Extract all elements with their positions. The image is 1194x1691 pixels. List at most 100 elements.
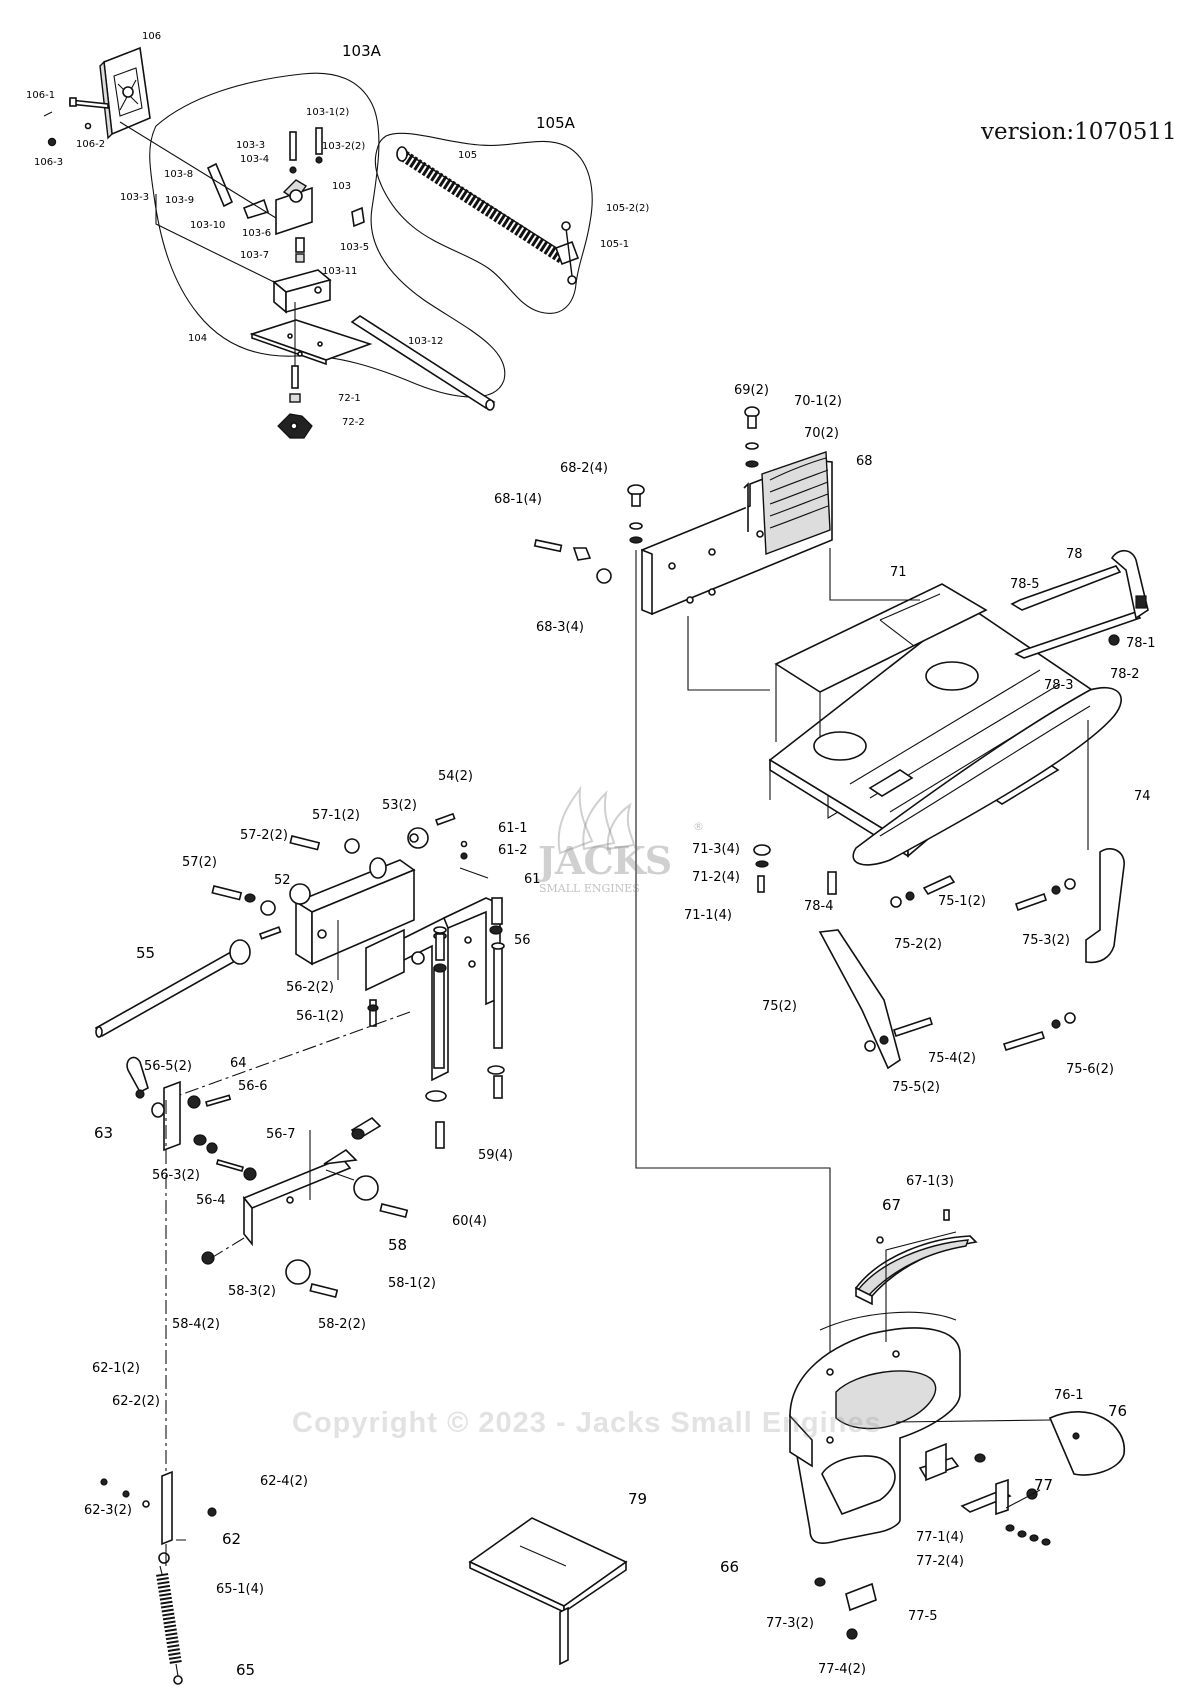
callout-103-2: 103-2(2) — [322, 141, 366, 152]
callout-66: 66 — [720, 1558, 740, 1576]
callout-56-1: 56-1(2) — [296, 1009, 344, 1024]
callout-56-6: 56-6 — [238, 1079, 268, 1094]
callout-103-5: 103-5 — [340, 242, 370, 253]
callout-58-2: 58-2(2) — [318, 1317, 366, 1332]
callout-103-3a: 103-3 — [236, 140, 266, 151]
callout-75-3: 75-3(2) — [1022, 933, 1070, 948]
callout-62-1: 62-1(2) — [92, 1361, 140, 1376]
part-56-screws — [367, 897, 505, 1149]
version-label: version:1070511 — [981, 119, 1177, 145]
callout-61-2: 61-2 — [498, 843, 528, 858]
part-103-12-rod — [350, 315, 496, 411]
callout-77-4: 77-4(2) — [818, 1662, 866, 1677]
callout-67-1: 67-1(3) — [906, 1174, 954, 1189]
logo-flame-icon — [557, 785, 636, 855]
callout-106: 106 — [142, 31, 162, 42]
callout-77-2: 77-2(4) — [916, 1554, 964, 1569]
callout-106-2: 106-2 — [76, 139, 106, 150]
callout-61-1: 61-1 — [498, 821, 528, 836]
callout-104: 104 — [188, 333, 208, 344]
callout-65: 65 — [236, 1661, 256, 1679]
subassembly-outline-105A — [374, 132, 593, 314]
callout-56: 56 — [514, 933, 531, 948]
callout-106-3: 106-3 — [34, 157, 64, 168]
callout-56-3: 56-3(2) — [152, 1168, 200, 1183]
part-68-1-screw — [533, 539, 612, 584]
callout-75-4: 75-4(2) — [928, 1051, 976, 1066]
callout-106-1: 106-1 — [26, 90, 56, 101]
subassembly-outline-103A — [149, 72, 506, 398]
callout-59: 59(4) — [478, 1148, 513, 1163]
copyright-watermark: Copyright © 2023 - Jacks Small Engines — [292, 1407, 882, 1439]
callout-72-2: 72-2 — [342, 417, 365, 428]
callout-71-2: 71-2(4) — [692, 870, 740, 885]
callout-56-5: 56-5(2) — [144, 1059, 192, 1074]
jacks-logo-mark — [520, 783, 680, 893]
callout-103-4: 103-4 — [240, 154, 270, 165]
callout-103-3b: 103-3 — [120, 192, 150, 203]
callout-78-4: 78-4 — [804, 899, 834, 914]
callout-103-11: 103-11 — [322, 266, 358, 277]
callout-62-3: 62-3(2) — [84, 1503, 132, 1518]
part-78-rod-assembly — [1010, 549, 1149, 659]
part-103-holder — [206, 127, 365, 263]
callout-103-7: 103-7 — [240, 250, 270, 261]
callout-103-8: 103-8 — [164, 169, 194, 180]
callout-75-2: 75-2(2) — [894, 937, 942, 952]
callout-103-1: 103-1(2) — [306, 107, 350, 118]
callout-105-2: 105-2(2) — [606, 203, 650, 214]
part-72-knob — [277, 365, 313, 439]
part-62-bracket — [100, 1470, 217, 1564]
part-103-11-block — [272, 269, 332, 314]
callout-56-7: 56-7 — [266, 1127, 296, 1142]
part-58-link — [201, 1116, 409, 1299]
part-63-lever — [126, 1056, 149, 1099]
callout-78: 78 — [1066, 547, 1083, 562]
part-61-screws — [459, 840, 489, 879]
callout-68-3: 68-3(4) — [536, 620, 584, 635]
callout-58-1: 58-1(2) — [388, 1276, 436, 1291]
callout-75-1: 75-1(2) — [938, 894, 986, 909]
callout-65-1: 65-1(4) — [216, 1582, 264, 1597]
part-64-bracket — [151, 1080, 257, 1181]
callout-78-5: 78-5 — [1010, 577, 1040, 592]
part-67-scale — [854, 1209, 978, 1306]
callout-68: 68 — [856, 454, 873, 469]
callout-60: 60(4) — [452, 1214, 487, 1229]
callout-77-1: 77-1(4) — [916, 1530, 964, 1545]
callout-103-10: 103-10 — [190, 220, 226, 231]
callout-56-2: 56-2(2) — [286, 980, 334, 995]
part-69-bolt — [627, 406, 760, 544]
part-66-base — [789, 1311, 961, 1544]
callout-103-9: 103-9 — [165, 195, 195, 206]
callout-62-2: 62-2(2) — [112, 1394, 160, 1409]
callout-63: 63 — [94, 1124, 114, 1142]
part-53-bushing — [407, 812, 456, 849]
callout-75-5: 75-5(2) — [892, 1080, 940, 1095]
callout-53: 53(2) — [382, 798, 417, 813]
part-55-shaft — [94, 926, 282, 1038]
callout-103: 103 — [332, 181, 352, 192]
logo-name: JACKS — [538, 838, 672, 883]
part-105-lead-screw — [396, 146, 580, 285]
callout-54: 54(2) — [438, 769, 473, 784]
callout-77-5: 77-5 — [908, 1609, 938, 1624]
callout-58-4: 58-4(2) — [172, 1317, 220, 1332]
callout-76-1: 76-1 — [1054, 1388, 1084, 1403]
callout-61: 61 — [524, 872, 541, 887]
part-57-screws — [211, 835, 360, 916]
callout-69: 69(2) — [734, 383, 769, 398]
part-106-1-bolt — [69, 97, 109, 109]
callout-74: 74 — [1134, 789, 1151, 804]
part-75-legs — [818, 848, 1125, 1070]
callout-56-4: 56-4 — [196, 1193, 226, 1208]
logo-registered-mark: ® — [693, 820, 704, 833]
logo-subtitle: SMALL ENGINES — [539, 882, 640, 895]
part-104-plate — [249, 319, 373, 366]
callout-70: 70(2) — [804, 426, 839, 441]
callout-77-3: 77-3(2) — [766, 1616, 814, 1631]
callout-58-3: 58-3(2) — [228, 1284, 276, 1299]
callout-57-1: 57-1(2) — [312, 808, 360, 823]
part-65-spring — [156, 1565, 183, 1685]
callout-71-3: 71-3(4) — [692, 842, 740, 857]
